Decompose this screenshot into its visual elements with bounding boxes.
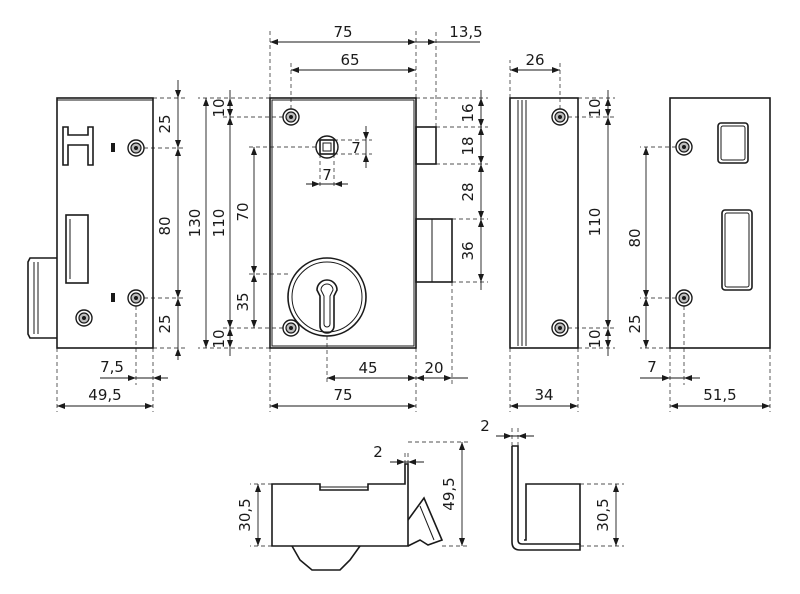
dim-bottom-left-49-5: 49,5 — [440, 477, 458, 510]
keep-screw-bottom — [675, 289, 693, 307]
front-view: 75 13,5 65 16 18 28 36 130 10 11 — [186, 23, 488, 412]
front-keyway — [316, 279, 338, 334]
bottom-left-body — [271, 463, 409, 547]
side-screw-bottom — [127, 289, 145, 307]
side-slot-bottom — [111, 293, 115, 302]
plate-view: 26 10 110 10 34 — [509, 51, 615, 412]
dim-side-80: 80 — [156, 216, 174, 235]
dim-front-36: 36 — [459, 241, 477, 260]
dim-plate-10-bottom: 10 — [586, 329, 604, 348]
dim-side-49-5: 49,5 — [88, 386, 121, 404]
dim-bottom-left-2: 2 — [373, 443, 383, 461]
dim-side-25-top: 25 — [156, 114, 174, 133]
dim-keep-7: 7 — [647, 358, 657, 376]
side-bolt — [27, 257, 57, 339]
front-case-inner — [271, 99, 415, 347]
dim-spindle-7-horizontal: 7 — [322, 166, 332, 184]
keep-view: 80 25 7 51,5 — [626, 97, 771, 412]
front-screw-top — [282, 108, 300, 126]
dim-plate-110: 110 — [586, 208, 604, 237]
bottom-right-flange — [511, 446, 581, 551]
dim-plate-34: 34 — [534, 386, 553, 404]
dim-bottom-right-30-5: 30,5 — [594, 498, 612, 531]
plate-screw-bottom — [551, 319, 569, 337]
bottom-right-view: 2 30,5 — [480, 417, 624, 551]
keep-bolt-hole — [721, 209, 753, 291]
side-clip — [62, 126, 94, 166]
bottom-left-latch — [407, 496, 444, 547]
side-slot-top — [111, 143, 115, 152]
front-latch — [415, 126, 437, 165]
dim-front-75-bottom: 75 — [333, 386, 352, 404]
dim-front-10-bottom: 10 — [210, 329, 228, 348]
dim-front-110: 110 — [210, 209, 228, 238]
dim-bottom-left-30-5: 30,5 — [236, 498, 254, 531]
keep-latch-hole — [717, 122, 749, 164]
dim-plate-10-top: 10 — [586, 98, 604, 117]
dim-front-70: 70 — [234, 202, 252, 221]
dim-front-130: 130 — [186, 209, 204, 238]
front-screw-bottom — [282, 319, 300, 337]
dim-front-35: 35 — [234, 292, 252, 311]
dim-front-65: 65 — [340, 51, 359, 69]
side-screw-top — [127, 139, 145, 157]
keep-outline — [669, 97, 771, 349]
dim-front-18: 18 — [459, 136, 477, 155]
bottom-right-body — [512, 445, 581, 545]
dim-side-7-5: 7,5 — [100, 358, 124, 376]
left-side-view: 25 80 25 7,5 49,5 — [27, 80, 185, 412]
keep-screw-top — [675, 138, 693, 156]
plate-screw-top — [551, 108, 569, 126]
bottom-left-view: 30,5 2 49,5 — [236, 441, 470, 571]
dim-front-28: 28 — [459, 182, 477, 201]
dim-front-20: 20 — [424, 359, 443, 377]
dim-keep-25: 25 — [626, 314, 644, 333]
side-screw-bolt — [75, 309, 93, 327]
plate-outline — [509, 97, 579, 349]
front-spindle — [315, 135, 339, 159]
dim-plate-26: 26 — [525, 51, 544, 69]
bottom-left-handle — [291, 545, 361, 571]
dim-front-75-top: 75 — [333, 23, 352, 41]
dim-keep-51-5: 51,5 — [703, 386, 736, 404]
front-case — [269, 97, 417, 349]
dim-spindle-7-vertical: 7 — [351, 139, 361, 157]
side-window — [65, 214, 89, 284]
dim-front-13-5: 13,5 — [449, 23, 482, 41]
dim-front-16: 16 — [459, 103, 477, 122]
side-body-outline — [56, 97, 154, 349]
dim-side-25-bottom: 25 — [156, 314, 174, 333]
front-bolt — [415, 218, 453, 283]
dim-bottom-right-2: 2 — [480, 417, 490, 435]
dim-front-45: 45 — [358, 359, 377, 377]
dim-front-10-top: 10 — [210, 98, 228, 117]
front-cylinder — [287, 257, 367, 337]
dim-keep-80: 80 — [626, 228, 644, 247]
